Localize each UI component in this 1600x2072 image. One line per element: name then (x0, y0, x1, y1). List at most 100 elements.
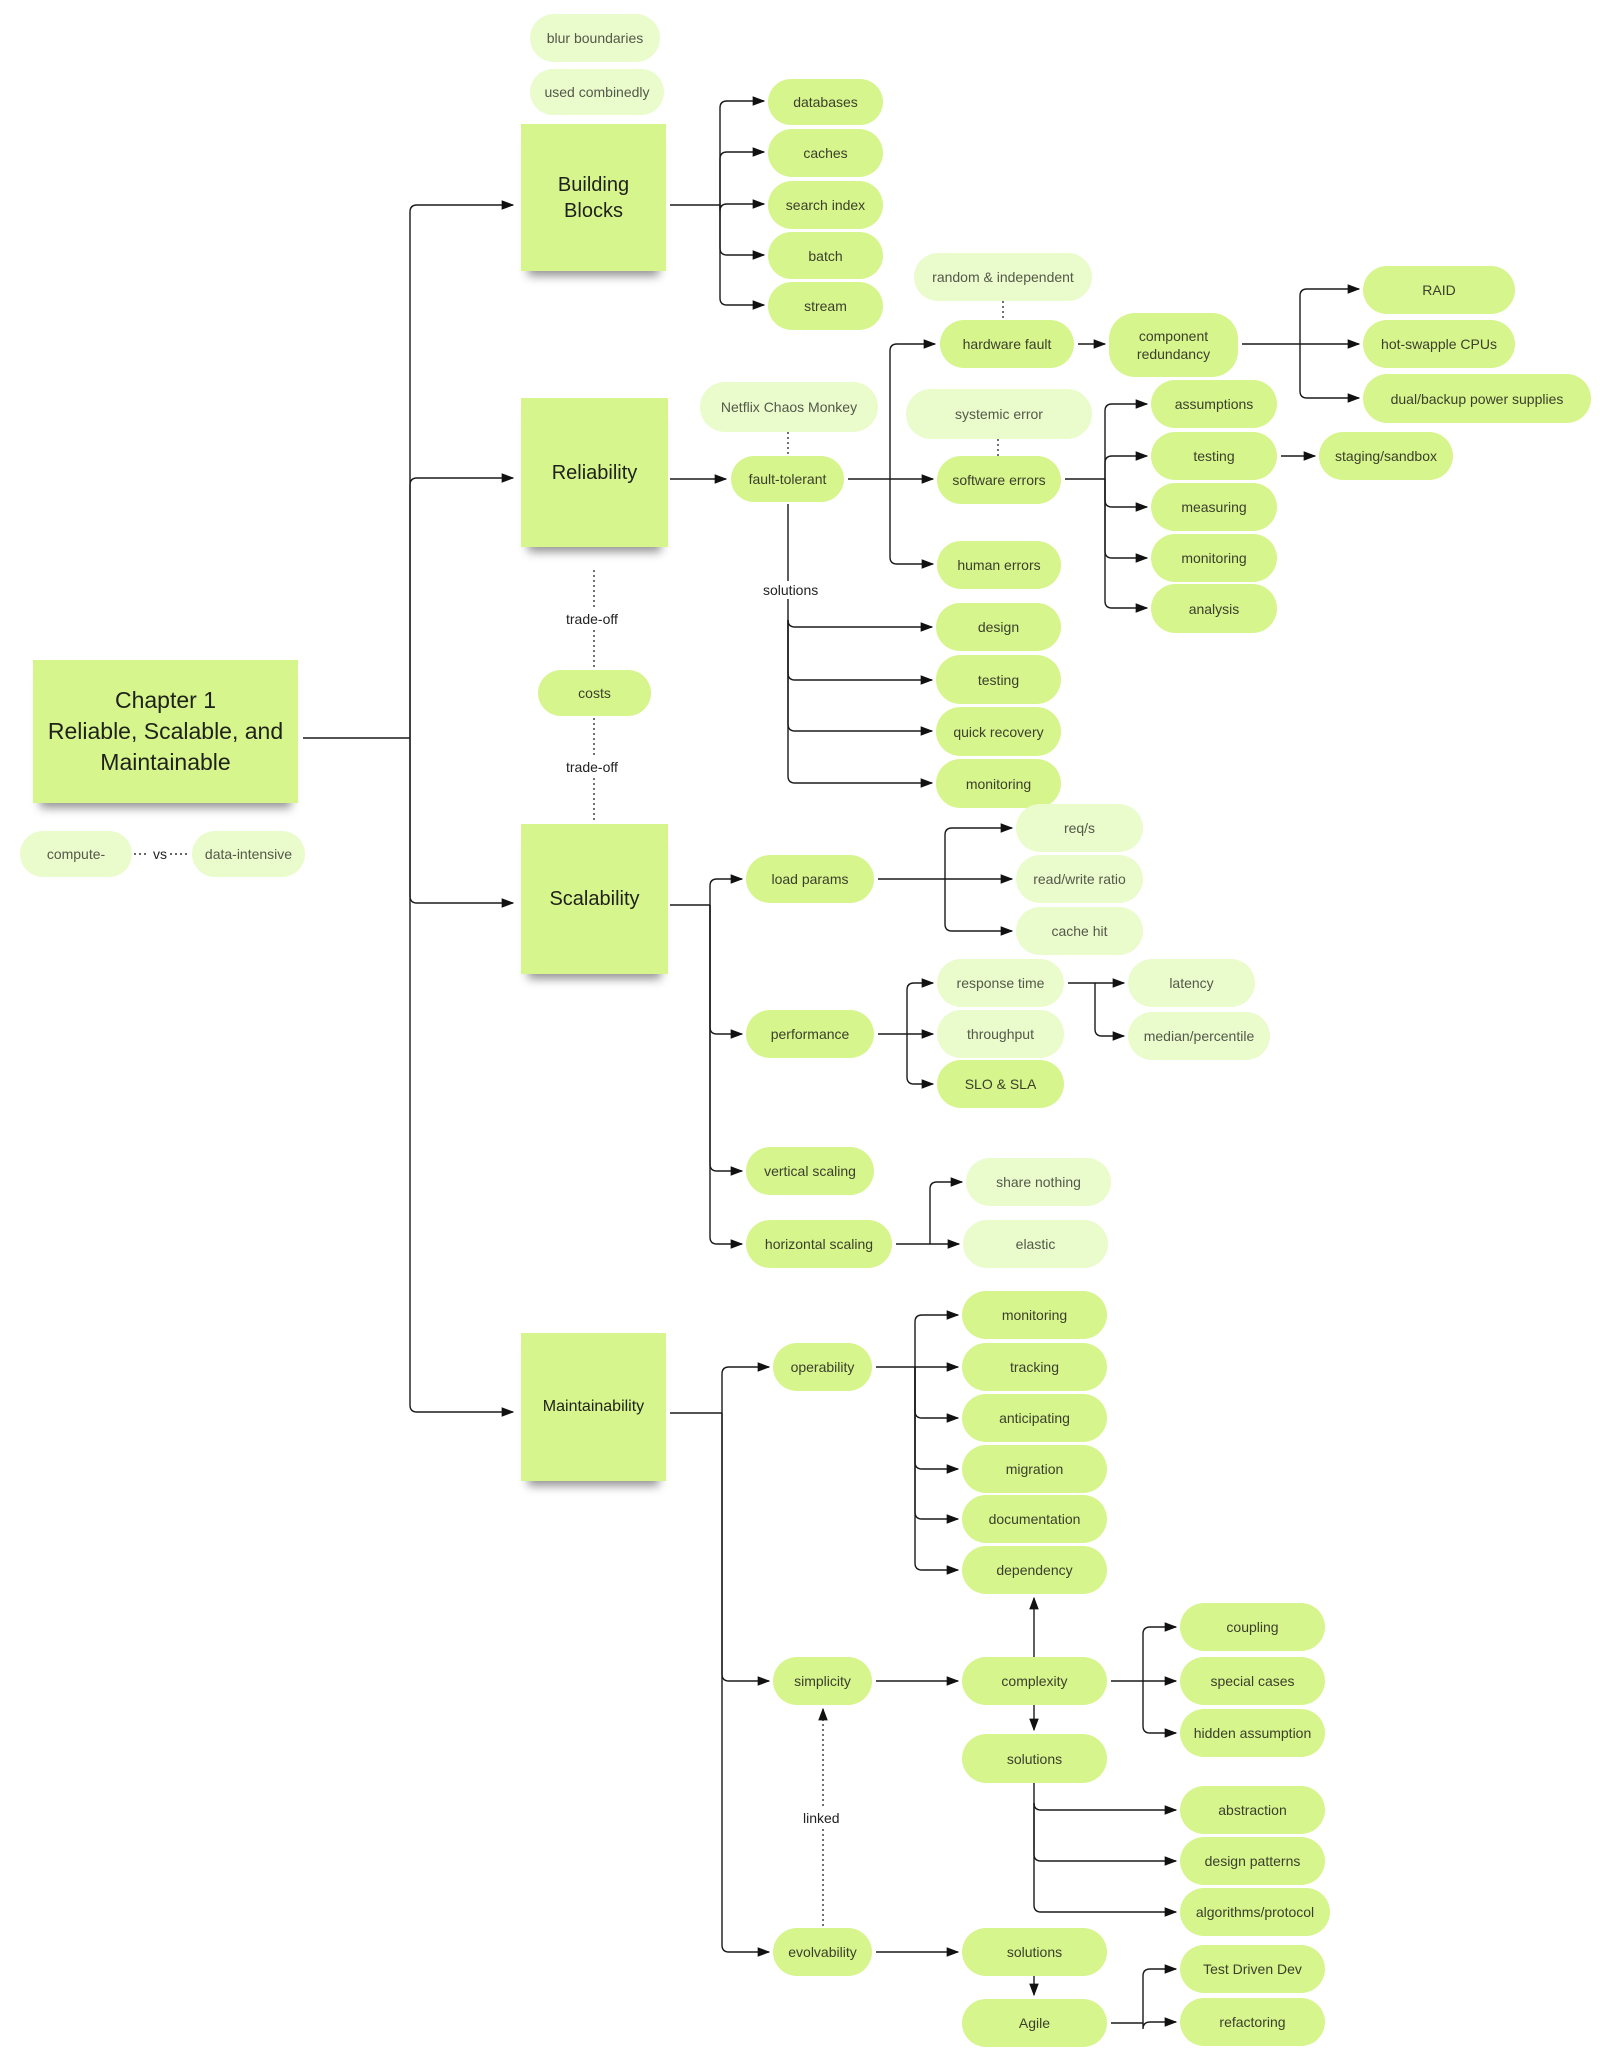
scalability-sticky-note[interactable]: Scalability (521, 824, 668, 974)
netflix-chaos-monkey-note[interactable]: Netflix Chaos Monkey (700, 382, 878, 432)
data-intensive-node[interactable]: data-intensive (192, 831, 305, 877)
coupling-node[interactable]: coupling (1180, 1603, 1325, 1651)
trade-off-label-bottom: trade-off (563, 758, 621, 776)
tracking-node[interactable]: tracking (962, 1343, 1107, 1391)
costs-node[interactable]: costs (538, 670, 651, 716)
assumptions-node[interactable]: assumptions (1151, 380, 1277, 428)
abstraction-node[interactable]: abstraction (1180, 1786, 1325, 1834)
evolvability-node[interactable]: evolvability (773, 1928, 872, 1976)
compute-intensive-node[interactable]: compute- (20, 831, 132, 877)
connector-line-20 (1299, 344, 1361, 403)
special-cases-node[interactable]: special cases (1180, 1657, 1325, 1705)
connector-line-84 (1142, 2017, 1178, 2030)
linked-label: linked (800, 1809, 843, 1827)
maintainability-sticky-note[interactable]: Maintainability (521, 1333, 666, 1481)
databases-node[interactable]: databases (768, 79, 883, 125)
root-title-line-3: Maintainable (100, 749, 231, 775)
op-monitoring-node[interactable]: monitoring (962, 1291, 1107, 1339)
connector-line-43 (709, 905, 744, 1249)
read-write-ratio-node[interactable]: read/write ratio (1016, 855, 1143, 903)
design-node[interactable]: design (936, 603, 1061, 651)
connector-line-23 (1104, 451, 1149, 479)
component-redundancy-node[interactable]: component redundancy (1109, 313, 1238, 377)
dual-backup-power-supplies-node[interactable]: dual/backup power supplies (1363, 374, 1591, 423)
connector-line-45 (944, 823, 1014, 879)
reliability-sticky-note[interactable]: Reliability (521, 398, 668, 547)
root-title-line-2: Reliable, Scalable, and (47, 718, 284, 744)
root-sticky-note[interactable]: Chapter 1 Reliable, Scalable, and Mainta… (33, 660, 298, 803)
throughput-node[interactable]: throughput (937, 1010, 1064, 1058)
elastic-node[interactable]: elastic (963, 1220, 1108, 1268)
connector-line-10 (719, 205, 766, 310)
connector-line-49 (906, 978, 935, 1034)
fault-tolerant-node[interactable]: fault-tolerant (731, 456, 844, 502)
algorithms-protocol-node[interactable]: algorithms/protocol (1180, 1888, 1330, 1936)
used-combinedly-note[interactable]: used combinedly (530, 69, 664, 115)
human-errors-node[interactable]: human errors (937, 541, 1061, 589)
connector-line-54 (1094, 983, 1126, 1041)
migration-node[interactable]: migration (962, 1445, 1107, 1493)
building-blocks-sticky-note[interactable]: Building Blocks (521, 124, 666, 271)
test-driven-dev-node[interactable]: Test Driven Dev (1180, 1945, 1325, 1993)
refactoring-node[interactable]: refactoring (1180, 1998, 1325, 2046)
dependency-node[interactable]: dependency (962, 1546, 1107, 1594)
complexity-node[interactable]: complexity (962, 1657, 1107, 1705)
connector-line-59 (721, 1362, 771, 1413)
raid-node[interactable]: RAID (1363, 266, 1515, 314)
random-independent-note[interactable]: random & independent (914, 253, 1092, 301)
anticipating-node[interactable]: anticipating (962, 1394, 1107, 1442)
share-nothing-node[interactable]: share nothing (966, 1158, 1111, 1206)
hidden-assumption-node[interactable]: hidden assumption (1180, 1709, 1325, 1757)
performance-node[interactable]: performance (746, 1010, 874, 1058)
connector-line-56 (929, 1177, 964, 1244)
slo-sla-node[interactable]: SLO & SLA (937, 1060, 1064, 1108)
load-params-node[interactable]: load params (746, 855, 874, 903)
connector-line-1 (409, 200, 515, 738)
solution-monitoring-node[interactable]: monitoring (936, 759, 1061, 808)
root-title-line-1: Chapter 1 (114, 687, 216, 713)
cache-hit-node[interactable]: cache hit (1016, 907, 1143, 955)
median-percentile-node[interactable]: median/percentile (1128, 1012, 1270, 1060)
hardware-fault-node[interactable]: hardware fault (940, 320, 1074, 368)
software-errors-node[interactable]: software errors (937, 456, 1061, 504)
solution-testing-node[interactable]: testing (936, 655, 1061, 704)
blur-boundaries-note[interactable]: blur boundaries (530, 14, 660, 62)
staging-sandbox-node[interactable]: staging/sandbox (1319, 432, 1453, 480)
stream-node[interactable]: stream (768, 282, 883, 330)
connector-line-15 (889, 479, 935, 569)
connector-line-7 (719, 147, 766, 205)
connector-line-74 (1142, 1681, 1178, 1738)
simplicity-node[interactable]: simplicity (773, 1657, 872, 1705)
response-time-node[interactable]: response time (937, 959, 1064, 1007)
software-monitoring-node[interactable]: monitoring (1151, 534, 1277, 582)
quick-recovery-node[interactable]: quick recovery (936, 707, 1061, 756)
complexity-solutions-node[interactable]: solutions (962, 1734, 1107, 1783)
vertical-scaling-node[interactable]: vertical scaling (746, 1147, 874, 1195)
connector-line-78 (1033, 1803, 1178, 1917)
software-testing-node[interactable]: testing (1151, 432, 1277, 480)
analysis-node[interactable]: analysis (1151, 584, 1277, 633)
documentation-node[interactable]: documentation (962, 1495, 1107, 1543)
req-s-node[interactable]: req/s (1016, 804, 1143, 852)
latency-node[interactable]: latency (1128, 959, 1255, 1007)
connector-line-47 (944, 879, 1014, 936)
batch-node[interactable]: batch (768, 232, 883, 279)
connector-line-31 (787, 620, 934, 788)
solutions-label: solutions (760, 581, 822, 599)
horizontal-scaling-node[interactable]: horizontal scaling (746, 1220, 892, 1268)
search-index-node[interactable]: search index (768, 181, 883, 229)
operability-node[interactable]: operability (773, 1343, 872, 1391)
caches-node[interactable]: caches (768, 129, 883, 177)
connector-line-13 (889, 339, 937, 479)
connector-line-51 (906, 1034, 935, 1089)
evolvability-solutions-node[interactable]: solutions (962, 1928, 1107, 1976)
trade-off-label-top: trade-off (563, 610, 621, 628)
systemic-error-note[interactable]: systemic error (906, 389, 1092, 439)
design-patterns-node[interactable]: design patterns (1180, 1837, 1325, 1885)
connector-line-61 (721, 1413, 771, 1957)
measuring-node[interactable]: measuring (1151, 483, 1277, 531)
hot-swapple-cpus-node[interactable]: hot-swapple CPUs (1363, 320, 1515, 368)
agile-node[interactable]: Agile (962, 1999, 1107, 2047)
